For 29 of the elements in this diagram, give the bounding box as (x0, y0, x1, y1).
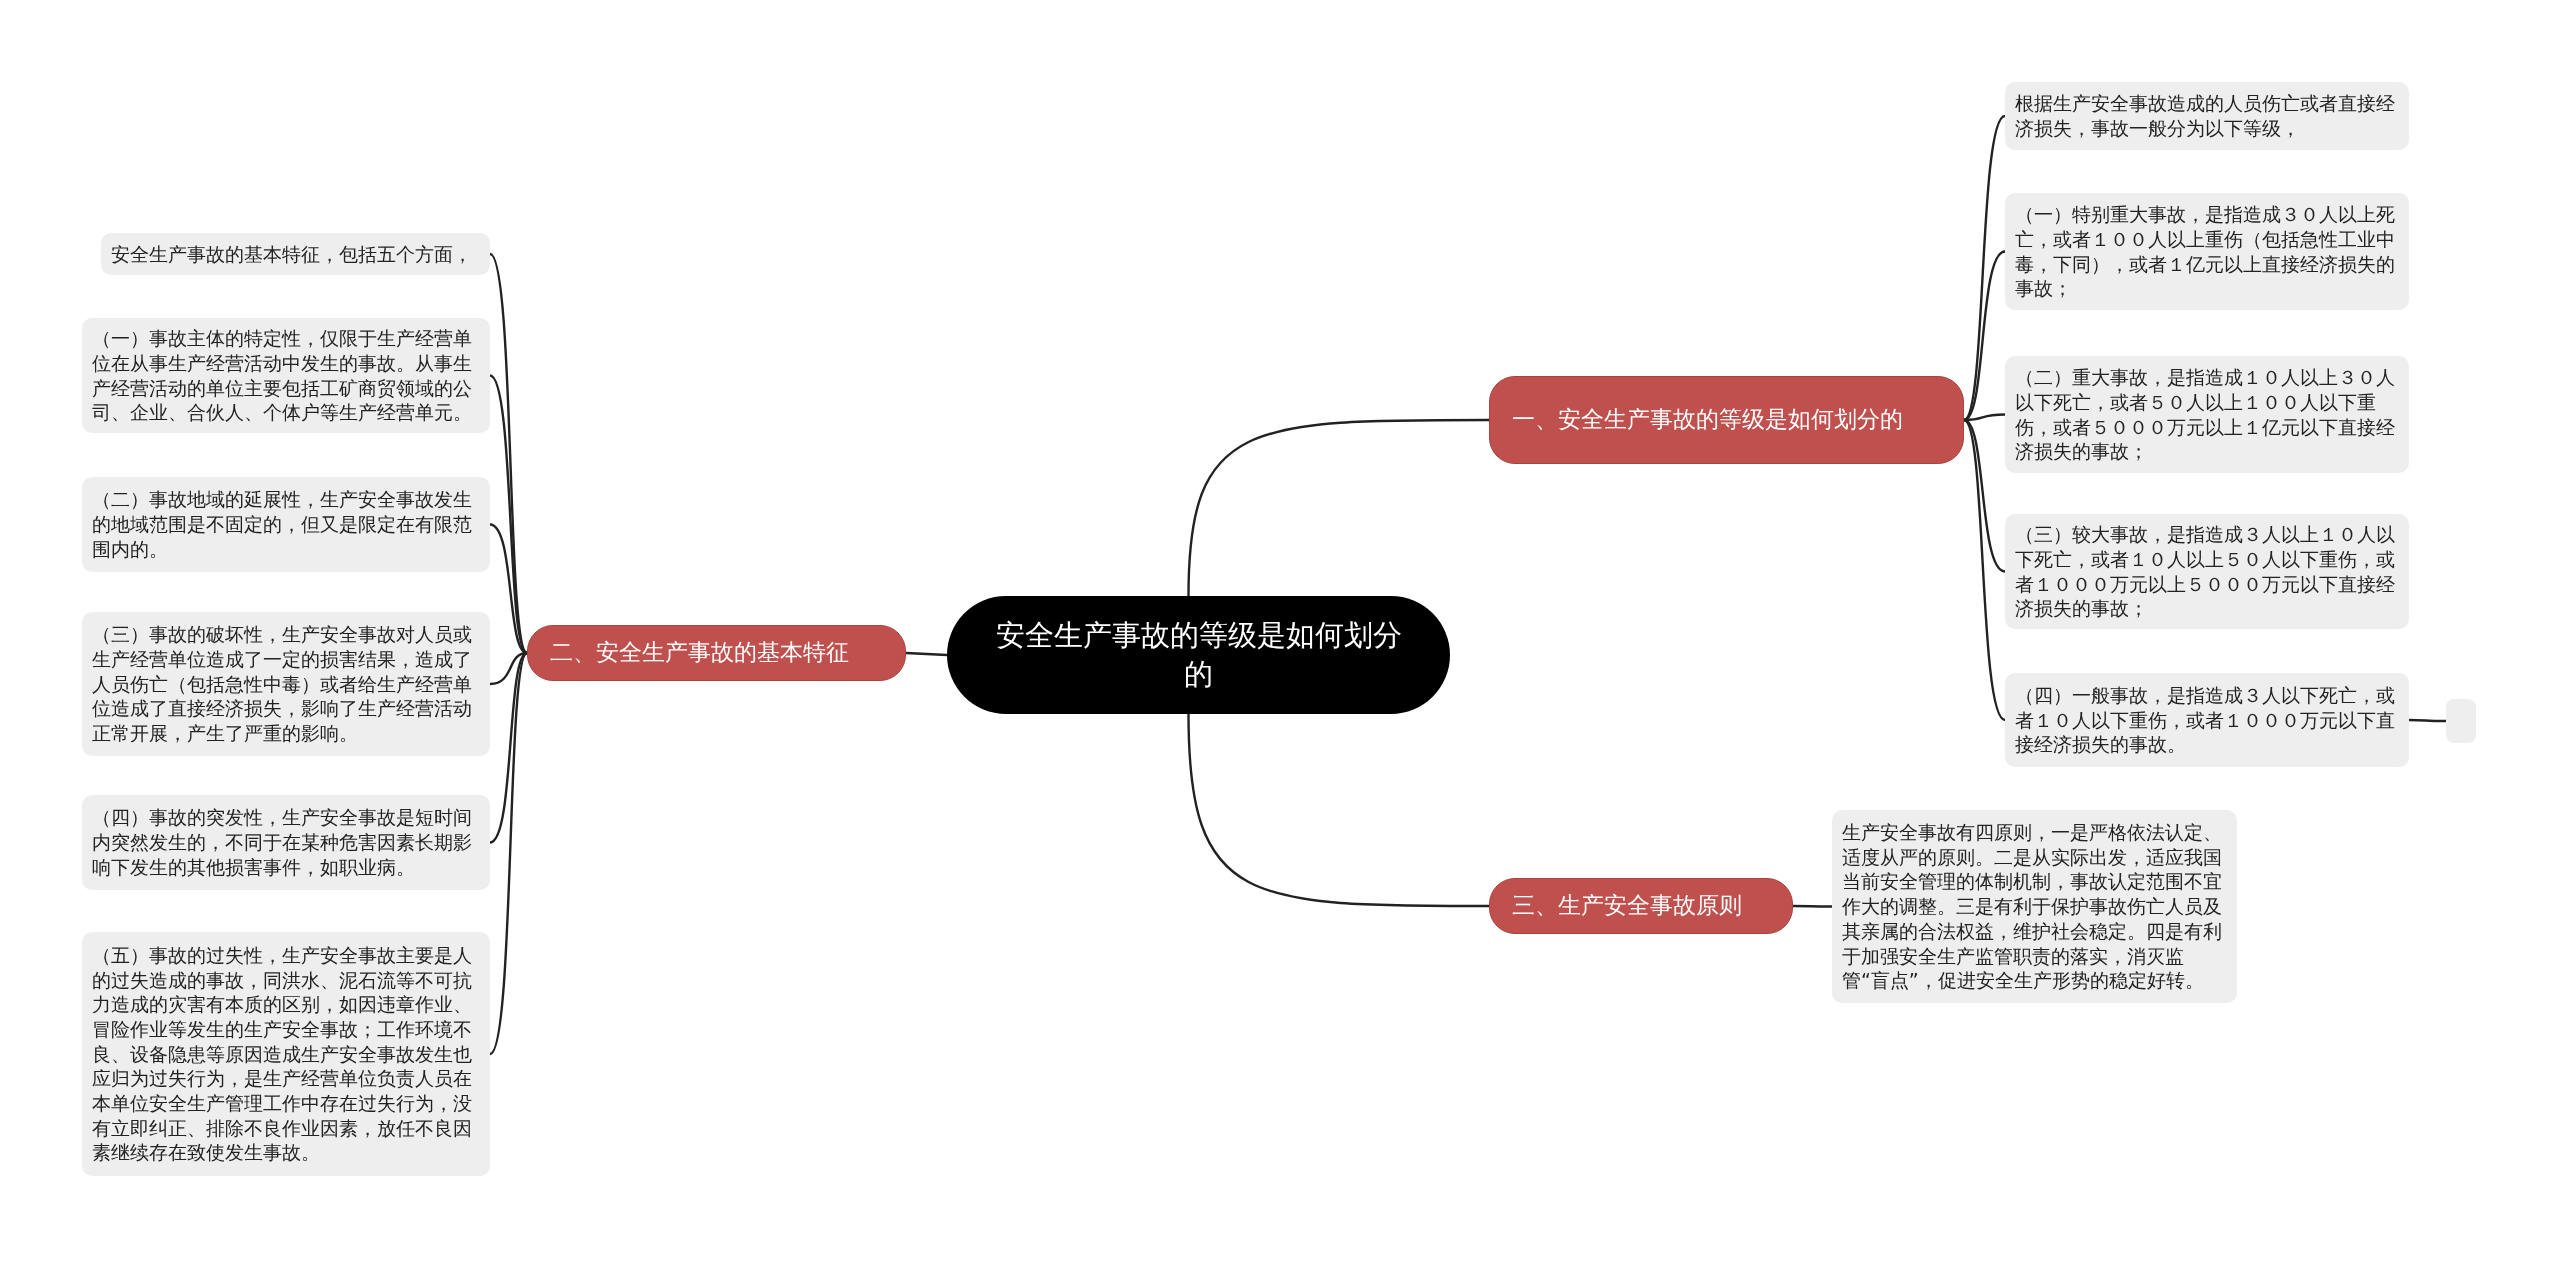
connector-line (489, 253, 529, 654)
note-box: （四）一般事故，是指造成３人以下死亡，或者１０人以下重伤，或者１０００万元以下直接经济损失的事故。 (2005, 673, 2409, 767)
branch-topic: 二、安全生产事故的基本特征 (527, 625, 906, 681)
branch-topic: 三、生产安全事故原则 (1489, 878, 1793, 934)
note-box: （三）事故的破坏性，生产安全事故对人员或生产经营单位造成了一定的损害结果，造成了人员伤亡（包括急性中毒）或者给生产经营单位造成了直接经济损失，影响了生产经营活动正常开展，产生了严重的影响。 (82, 612, 490, 756)
connector-line (1963, 419, 2006, 721)
connector-line (1963, 115, 2006, 421)
note-box: 根据生产安全事故造成的人员伤亡或者直接经济损失，事故一般分为以下等级， (2005, 82, 2409, 150)
note-box: （四）事故的突发性，生产安全事故是短时间内突然发生的，不同于在某种危害因素长期影响下发生的其他损害事件，如职业病。 (82, 795, 490, 890)
connector-line (1187, 418, 1489, 597)
connector-line (2409, 718, 2446, 723)
connector-line (1963, 250, 2006, 421)
connector-line (905, 651, 948, 657)
note-box: （二）重大事故，是指造成１０人以上３０人以下死亡，或者５０人以上１００人以下重伤，或者５０００万元以上１亿元以下直接经济损失的事故； (2005, 356, 2409, 473)
branch-topic: 一、安全生产事故的等级是如何划分的 (1489, 376, 1964, 464)
empty-box (2446, 699, 2476, 743)
connector-line (489, 374, 528, 654)
note-box: 生产安全事故有四原则，一是严格依法认定、适度从严的原则。二是从实际出发，适应我国当前安全管理的体制机制，事故认定范围不宜作大的调整。三是有利于保护事故伤亡人员及其亲属的合法权益，维护社会稳定。四是有利于加强安全生产监管职责的落实，消灭监管“盲点”，促进安全生产形势的稳定好转。 (1832, 810, 2237, 1003)
note-box: 安全生产事故的基本特征，包括五个方面， (101, 233, 490, 275)
note-box: （一）特别重大事故，是指造成３０人以上死亡，或者１００人以上重伤（包括急性工业中毒，下同），或者１亿元以上直接经济损失的事故； (2005, 193, 2409, 310)
note-box: （三）较大事故，是指造成３人以上１０人以下死亡，或者１０人以上５０人以下重伤，或者１０００万元以上５０００万元以下直接经济损失的事故； (2005, 514, 2409, 629)
note-box: （五）事故的过失性，生产安全事故主要是人的过失造成的事故，同洪水、泥石流等不可抗力造成的灾害有本质的区别，如因违章作业、冒险作业等发生的生产安全事故；工作环境不良、设备隐患等原因造成生产安全事故发生也应归为过失行为，是生产经营单位负责人员在本单位安全生产管理工作中存在过失行为，没有立即纠正、排除不良作业因素，放任不良因素继续存在致使发生事故。 (82, 932, 490, 1176)
connector-line (1187, 713, 1489, 908)
connector-line (489, 652, 528, 844)
connector-line (489, 652, 529, 1055)
note-box: （一）事故主体的特定性，仅限于生产经营单位在从事生产经营活动中发生的事故。从事生产经营活动的单位主要包括工矿商贸领域的公司、企业、合伙人、个体户等生产经营单元。 (82, 318, 490, 433)
connector-line (1793, 904, 1832, 908)
note-box: （二）事故地域的延展性，生产安全事故发生的地域范围是不固定的，但又是限定在有限范围内的。 (82, 477, 490, 572)
central-topic: 安全生产事故的等级是如何划分的 (947, 596, 1450, 714)
